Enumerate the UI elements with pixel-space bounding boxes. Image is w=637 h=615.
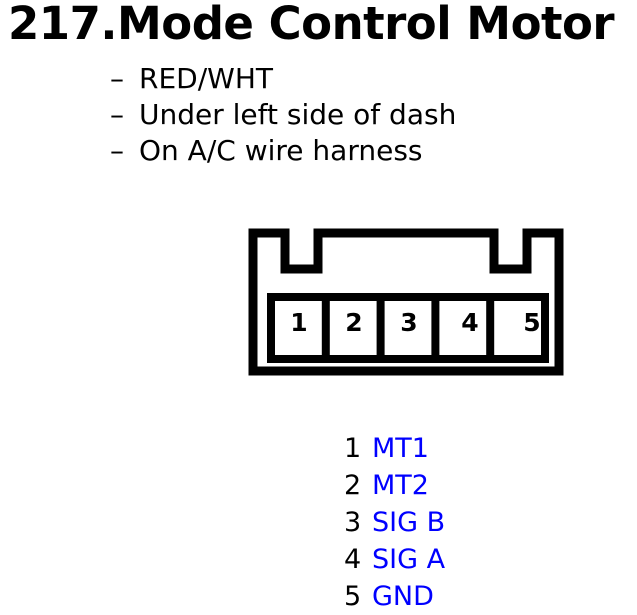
detail-list: –RED/WHT –Under left side of dash –On A/…	[110, 61, 456, 169]
legend-pin-number: 4	[344, 544, 362, 575]
legend-pin-label: MT2	[372, 470, 429, 501]
connector-housing-shape	[248, 228, 564, 376]
pin-number-1: 1	[290, 308, 308, 337]
list-item: –RED/WHT	[110, 61, 456, 97]
legend-pin-label: SIG A	[372, 544, 446, 575]
legend-pin-label: GND	[372, 581, 434, 612]
bullet-dash-icon: –	[110, 134, 124, 167]
legend-row: 3 SIG B	[344, 504, 445, 541]
connector-outline-svg	[248, 228, 564, 376]
pin-number-3: 3	[400, 308, 418, 337]
list-item-label: Under left side of dash	[139, 98, 457, 131]
list-item-label: RED/WHT	[139, 62, 273, 95]
pin-number-5: 5	[523, 308, 541, 337]
legend-row: 5 GND	[344, 578, 445, 615]
legend-row: 1 MT1	[344, 430, 445, 467]
legend-row: 4 SIG A	[344, 541, 445, 578]
legend-pin-number: 3	[344, 507, 362, 538]
bullet-dash-icon: –	[110, 98, 124, 131]
pin-number-2: 2	[345, 308, 363, 337]
list-item: –Under left side of dash	[110, 97, 456, 133]
list-item-label: On A/C wire harness	[139, 134, 423, 167]
page-title: 217.Mode Control Motor	[8, 0, 615, 50]
legend-pin-label: MT1	[372, 433, 429, 464]
pin-block-frame	[267, 293, 549, 363]
bullet-dash-icon: –	[110, 62, 124, 95]
legend-pin-number: 2	[344, 470, 362, 501]
pin-legend: 1 MT1 2 MT2 3 SIG B 4 SIG A 5 GND	[344, 430, 445, 615]
list-item: –On A/C wire harness	[110, 133, 456, 169]
legend-row: 2 MT2	[344, 467, 445, 504]
legend-pin-label: SIG B	[372, 507, 446, 538]
connector-diagram	[248, 228, 564, 380]
legend-pin-number: 5	[344, 581, 362, 612]
legend-pin-number: 1	[344, 433, 362, 464]
pin-number-4: 4	[461, 308, 479, 337]
